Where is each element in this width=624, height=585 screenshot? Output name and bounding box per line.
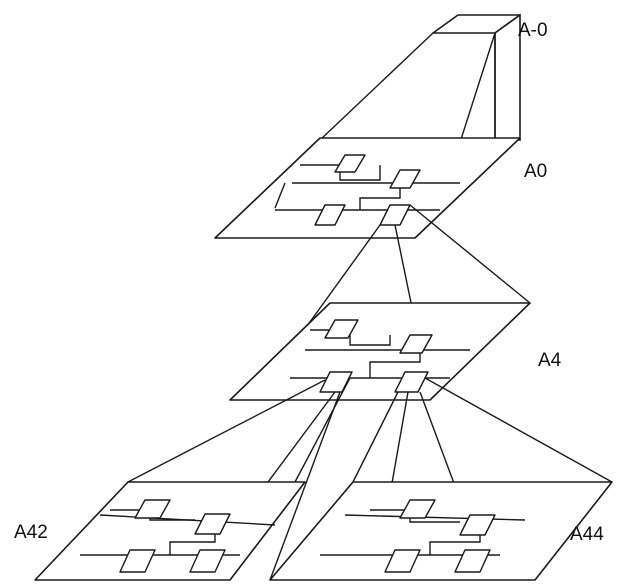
a-minus-0-side-face: [494, 13, 521, 141]
level-a4: [229, 302, 531, 401]
a4-block-4: [394, 371, 429, 393]
a0-block-4: [379, 204, 411, 226]
a0-block-3: [314, 204, 346, 226]
label-a0: A0: [524, 161, 547, 182]
a42-block-1: [134, 499, 171, 519]
a42-block-3: [119, 549, 156, 573]
a44-block-3: [384, 549, 421, 573]
a0-plane: [214, 137, 521, 239]
level-a42: [34, 481, 306, 581]
label-a44: A44: [570, 524, 604, 545]
label-a-minus-0: A-0: [518, 20, 548, 41]
a42-plane: [34, 481, 306, 581]
label-a42: A42: [14, 522, 48, 543]
a4-block-2: [399, 334, 433, 354]
a42-block-4: [189, 549, 226, 573]
level-a0: [214, 137, 521, 239]
label-a4: A4: [538, 350, 562, 371]
a44-block-1: [399, 499, 436, 519]
a44-block-4: [454, 549, 491, 573]
level-a44: [269, 481, 613, 581]
level-a-minus-0: [319, 13, 521, 206]
a42-block-2: [194, 513, 231, 535]
a0-block-2: [389, 169, 421, 189]
a4-plane: [229, 302, 531, 401]
a4-block-1: [324, 319, 359, 339]
a0-block-1: [334, 154, 366, 173]
a44-plane: [269, 481, 613, 581]
a44-block-2: [459, 514, 496, 536]
